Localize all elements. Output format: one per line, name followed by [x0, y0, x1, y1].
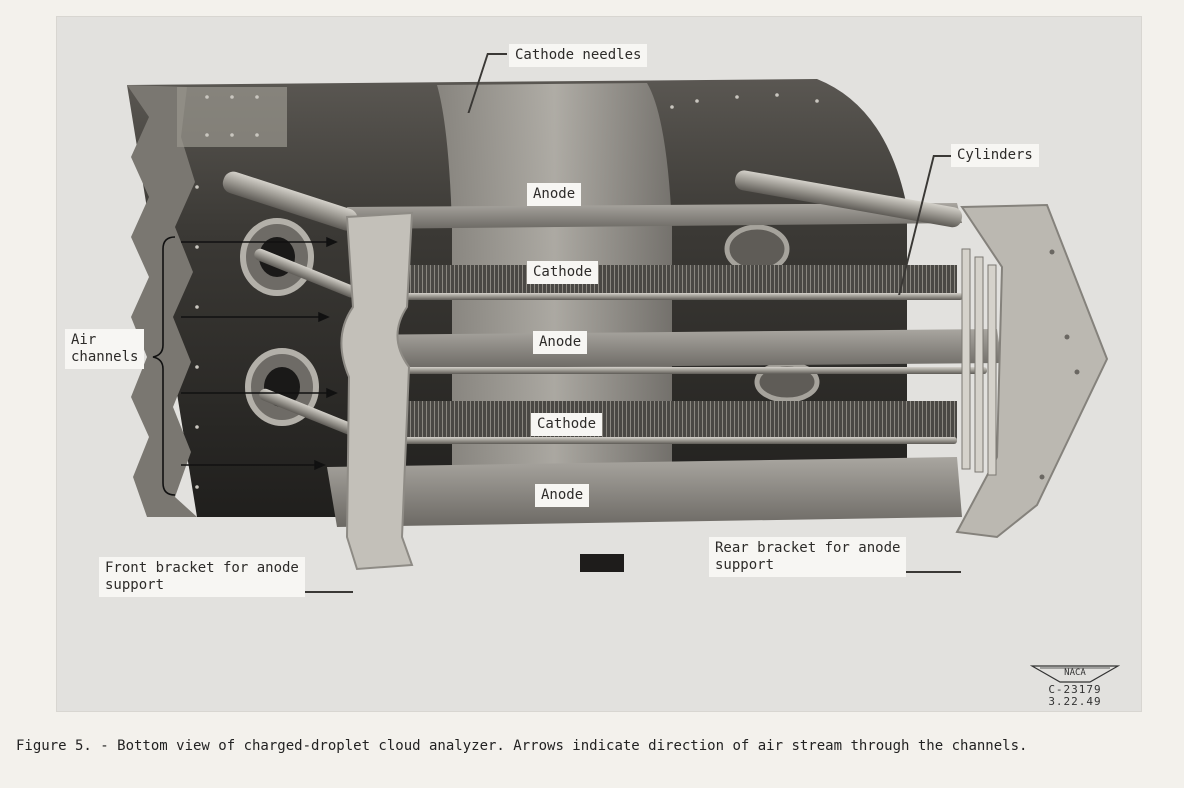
figure-caption: Figure 5. - Bottom view of charged-dropl…	[16, 738, 1028, 754]
leader-cylinders-h	[933, 155, 951, 157]
label-rear-bracket-line2: support	[715, 557, 775, 573]
label-cylinders: Cylinders	[951, 144, 1039, 167]
label-anode-top: Anode	[527, 183, 582, 206]
negative-number: C-23179	[1048, 683, 1102, 696]
label-front-bracket-line2: support	[105, 577, 165, 593]
naca-stamp: NACA C-23179 3.22.49	[1030, 662, 1120, 712]
label-front-bracket: Front bracket for anode support	[99, 557, 305, 597]
label-cathode-upper: Cathode	[527, 261, 599, 284]
label-anode-bottom: Anode	[535, 484, 590, 507]
label-air-channels: Air channels	[65, 329, 145, 369]
apparatus-illustration	[127, 79, 1109, 571]
label-cathode-lower: Cathode	[531, 413, 603, 436]
label-cathode-needles: Cathode needles	[509, 44, 648, 67]
stamp-date: 3.22.49	[1048, 695, 1102, 708]
figure-photo: Cathode needles Cylinders Anode Cathode …	[56, 16, 1142, 712]
naca-logo-text: NACA	[1064, 668, 1086, 678]
label-air-channels-line1: Air	[71, 332, 97, 348]
scale-bar	[580, 554, 624, 572]
label-rear-bracket-line1: Rear bracket for anode	[715, 540, 901, 556]
label-rear-bracket: Rear bracket for anode support	[709, 537, 907, 577]
label-air-channels-line2: channels	[71, 349, 139, 365]
label-front-bracket-line1: Front bracket for anode	[105, 560, 299, 576]
naca-wing-logo	[1030, 665, 1120, 683]
leader-cathode-needles-h	[487, 53, 507, 55]
label-anode-middle: Anode	[533, 331, 588, 354]
